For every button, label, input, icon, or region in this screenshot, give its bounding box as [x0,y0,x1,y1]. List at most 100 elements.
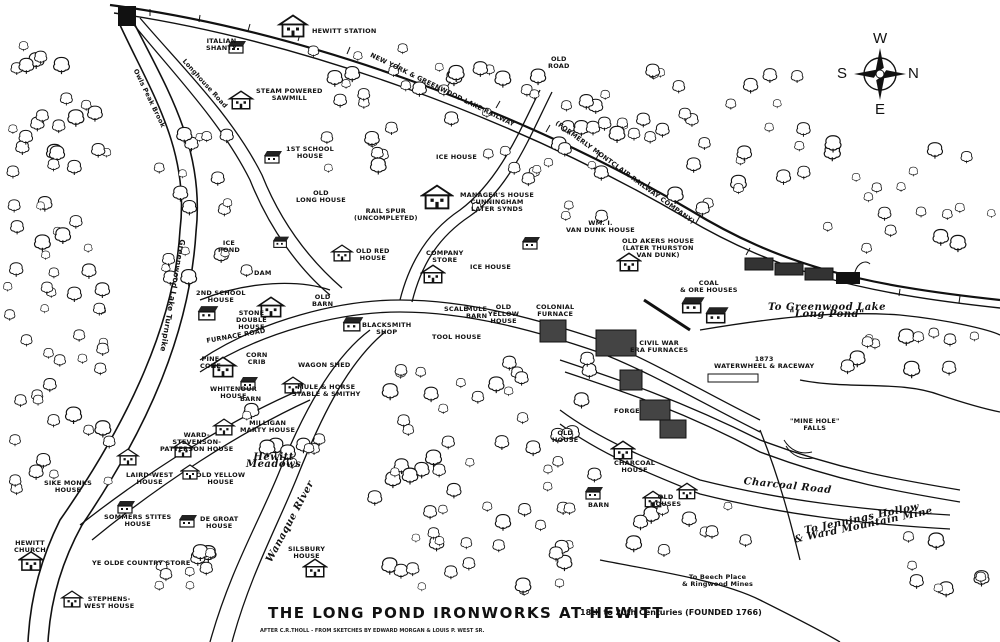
tree [93,302,106,317]
coal-ore-label: COAL & ORE HOUSES [680,279,738,294]
tree [367,490,383,507]
old-barn-label: OLD BARN [312,293,334,308]
tree [560,100,572,112]
de-groat-label: DE GROAT HOUSE [200,515,239,530]
map-title: THE LONG POND IRONWORKS AT HEWITT [268,604,665,622]
tree [499,145,511,158]
tree [471,390,485,405]
tree [201,131,213,143]
tree [840,359,855,375]
tree [949,234,967,253]
compass-west: W [873,30,888,47]
tree [932,228,949,247]
italian-shanty-label: ITALIAN SHANTY [206,37,237,52]
tree [9,434,21,447]
tree [794,141,805,152]
blacksmith-building [341,316,365,332]
greenwood-lake-label: To Greenwood Lake "Long Pond" [768,302,886,320]
civil-war-label: CIVIL WAR ERA FURNACES [630,339,689,354]
milligan-label: MILLIGAN MARTY HOUSE [240,419,296,434]
tree [417,582,427,592]
tree [51,119,66,134]
tree [184,566,195,578]
tree [529,89,540,100]
tree [6,165,20,180]
coal-ore-building [680,296,706,314]
tree [42,378,57,393]
compass-north: N [908,65,919,82]
tree [587,467,602,483]
tree [180,268,198,287]
tree [907,560,918,572]
tree [94,362,107,376]
tree [411,533,421,543]
tree [423,505,438,520]
de-groat-building [178,514,198,528]
whitenour-label: WHITENOUR HOUSE [210,385,257,400]
tree [181,200,197,216]
tree [32,394,44,406]
tree [103,476,113,487]
tree [94,282,111,299]
tree [552,456,564,469]
hewitt-church-building [18,551,44,571]
tree [81,263,97,280]
tree [8,124,18,135]
tree [762,68,778,84]
van-dunk-house-building [521,236,541,250]
van-dunk-label: WM. I. VAN DUNK HOUSE [566,219,635,234]
compass-east: E [875,101,886,118]
tree [627,127,641,142]
tree [941,209,953,221]
tree [705,525,719,540]
tree [542,481,553,492]
tree [10,220,25,235]
old-red-house-building [331,244,353,262]
tunnel [118,6,136,26]
school2-label: 2ND SCHOOL HOUSE [196,289,246,304]
tree [64,406,83,425]
old-yellow-top-label: OLD YELLOW HOUSE [488,303,520,325]
laird-west-label: LAIRD-WEST HOUSE [126,471,174,486]
tree [43,348,54,360]
sawmill-building [228,90,254,110]
tree [4,309,16,322]
tree [402,424,415,437]
tree [48,267,60,279]
ye-olde-store-label: YE OLDE COUNTRY STORE [92,559,191,567]
tree [460,537,473,550]
tree [401,467,419,486]
laird-west-building [117,448,139,466]
tree [492,539,506,553]
ward-pattison-label: WARD- STEVENSON- PATTERSON HOUSE [160,431,234,453]
colonial-furnace-label: COLONIAL FURNACE [536,303,575,318]
silsbury-label: SILSBURY HOUSE [288,545,326,560]
tree [960,150,973,164]
tree [326,70,343,88]
tree [928,327,940,340]
tree [415,366,427,379]
beech-place-label: To Beech Place & Ringwood Mines [682,573,754,588]
tree [742,77,759,95]
tree [909,574,924,590]
school2-building [196,305,220,321]
tree [83,243,93,253]
mule-barn-label: MULE BARN [466,305,488,320]
tree [926,142,943,160]
stephens-west-building [61,590,83,608]
tree [87,105,103,123]
tree [655,122,670,138]
tree [503,386,514,397]
tree [563,200,574,211]
tree [644,131,657,145]
waterwheel-label: 1873 WATERWHEEL & RACEWAY [714,355,815,370]
old-road-label: OLD ROAD [548,55,570,70]
tree [423,386,439,403]
tree [871,182,883,194]
tree [790,70,804,84]
company-store-building [420,264,446,284]
barn-mid-label: BARN [240,395,262,403]
coal-ore-building-2 [704,306,730,324]
tree [41,250,51,261]
